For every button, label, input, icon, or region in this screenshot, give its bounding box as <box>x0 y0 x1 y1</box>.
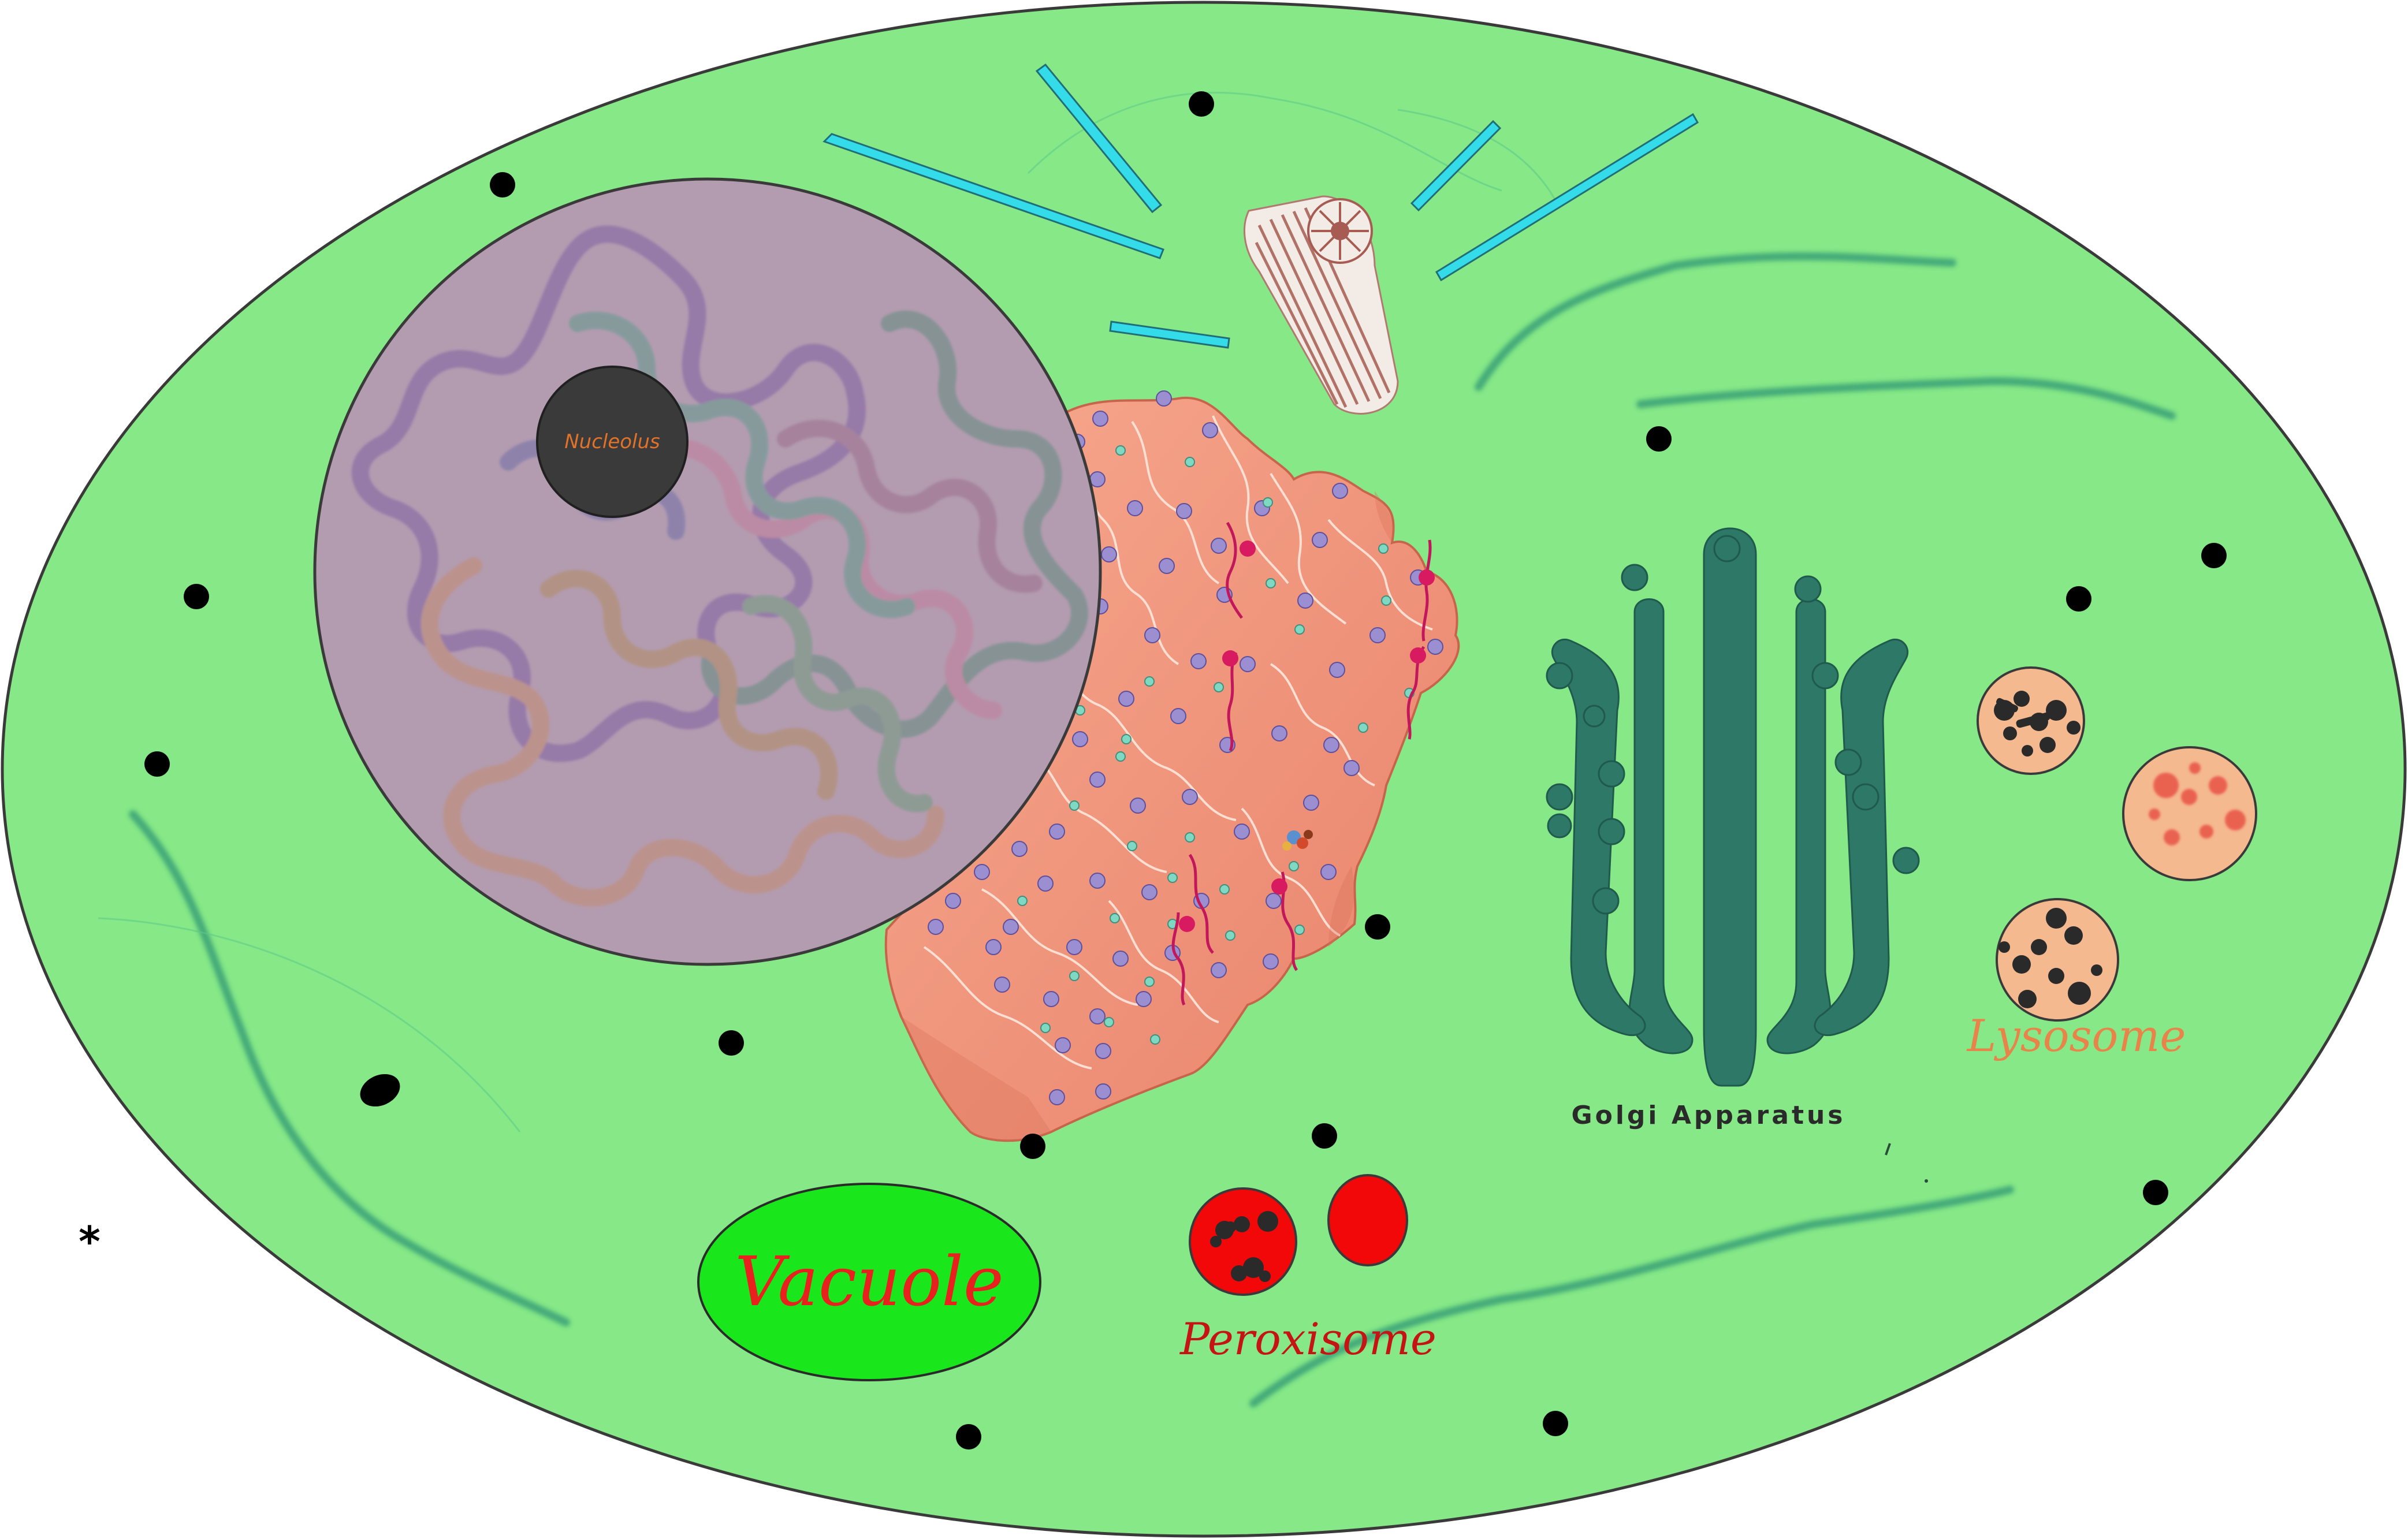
cytoskeleton-filaments <box>129 252 2176 1407</box>
nucleolus: Nucleolus <box>536 366 688 518</box>
cytoplasmic-granule <box>1189 91 1214 117</box>
cytoplasmic-granule <box>1312 1123 1337 1149</box>
microtubules <box>822 63 1699 349</box>
cytoplasmic-granule <box>2143 1180 2168 1205</box>
cytoplasmic-granule <box>144 751 170 777</box>
cytoplasmic-granule <box>2066 586 2091 612</box>
cytoplasmic-granule <box>2201 543 2227 568</box>
cytoplasmic-granule <box>1365 914 1390 940</box>
vacuole: Vacuole <box>697 1183 1041 1381</box>
cytoplasmic-granule <box>1020 1134 1045 1159</box>
lysosome <box>1977 666 2085 775</box>
cytoplasmic-granule <box>1543 1411 1568 1436</box>
peroxisome <box>1189 1187 1297 1296</box>
cytoplasmic-granule <box>956 1424 981 1449</box>
golgi-apparatus <box>1546 527 1920 1087</box>
microtubule <box>1035 63 1163 214</box>
cytoplasmic-granule <box>719 1030 744 1056</box>
cytoskeleton-filament <box>1249 1186 2014 1407</box>
lysosome <box>1996 898 2119 1022</box>
nucleus: Nucleolus <box>313 177 1102 966</box>
nucleolus-label: Nucleolus <box>564 430 660 453</box>
microtubule <box>1109 321 1230 349</box>
cytoskeleton-filament <box>1475 252 1956 391</box>
cytoskeleton-filament <box>129 810 570 1326</box>
cytoplasmic-granule <box>1646 426 1672 452</box>
microtubule <box>1435 113 1699 282</box>
cytoskeleton-filament <box>1636 377 2176 420</box>
cytoplasmic-granule <box>184 584 209 609</box>
lysosome-label: Lysosome <box>1966 1010 2186 1061</box>
microtubule <box>1410 120 1502 212</box>
vacuole-label: Vacuole <box>735 1242 1003 1321</box>
cytoplasmic-granule <box>490 172 515 198</box>
asterisk-mark: * <box>79 1217 101 1266</box>
cytoplasmic-granule <box>360 1074 400 1107</box>
cytoplasmic-granules <box>144 91 2227 1449</box>
centriole <box>1244 195 1399 415</box>
lysosome <box>2122 746 2257 881</box>
golgi-label: Golgi Apparatus <box>1572 1101 1846 1130</box>
microtubule <box>822 133 1164 259</box>
peroxisome-label: Peroxisome <box>1179 1313 1436 1365</box>
peroxisome <box>1327 1174 1408 1266</box>
